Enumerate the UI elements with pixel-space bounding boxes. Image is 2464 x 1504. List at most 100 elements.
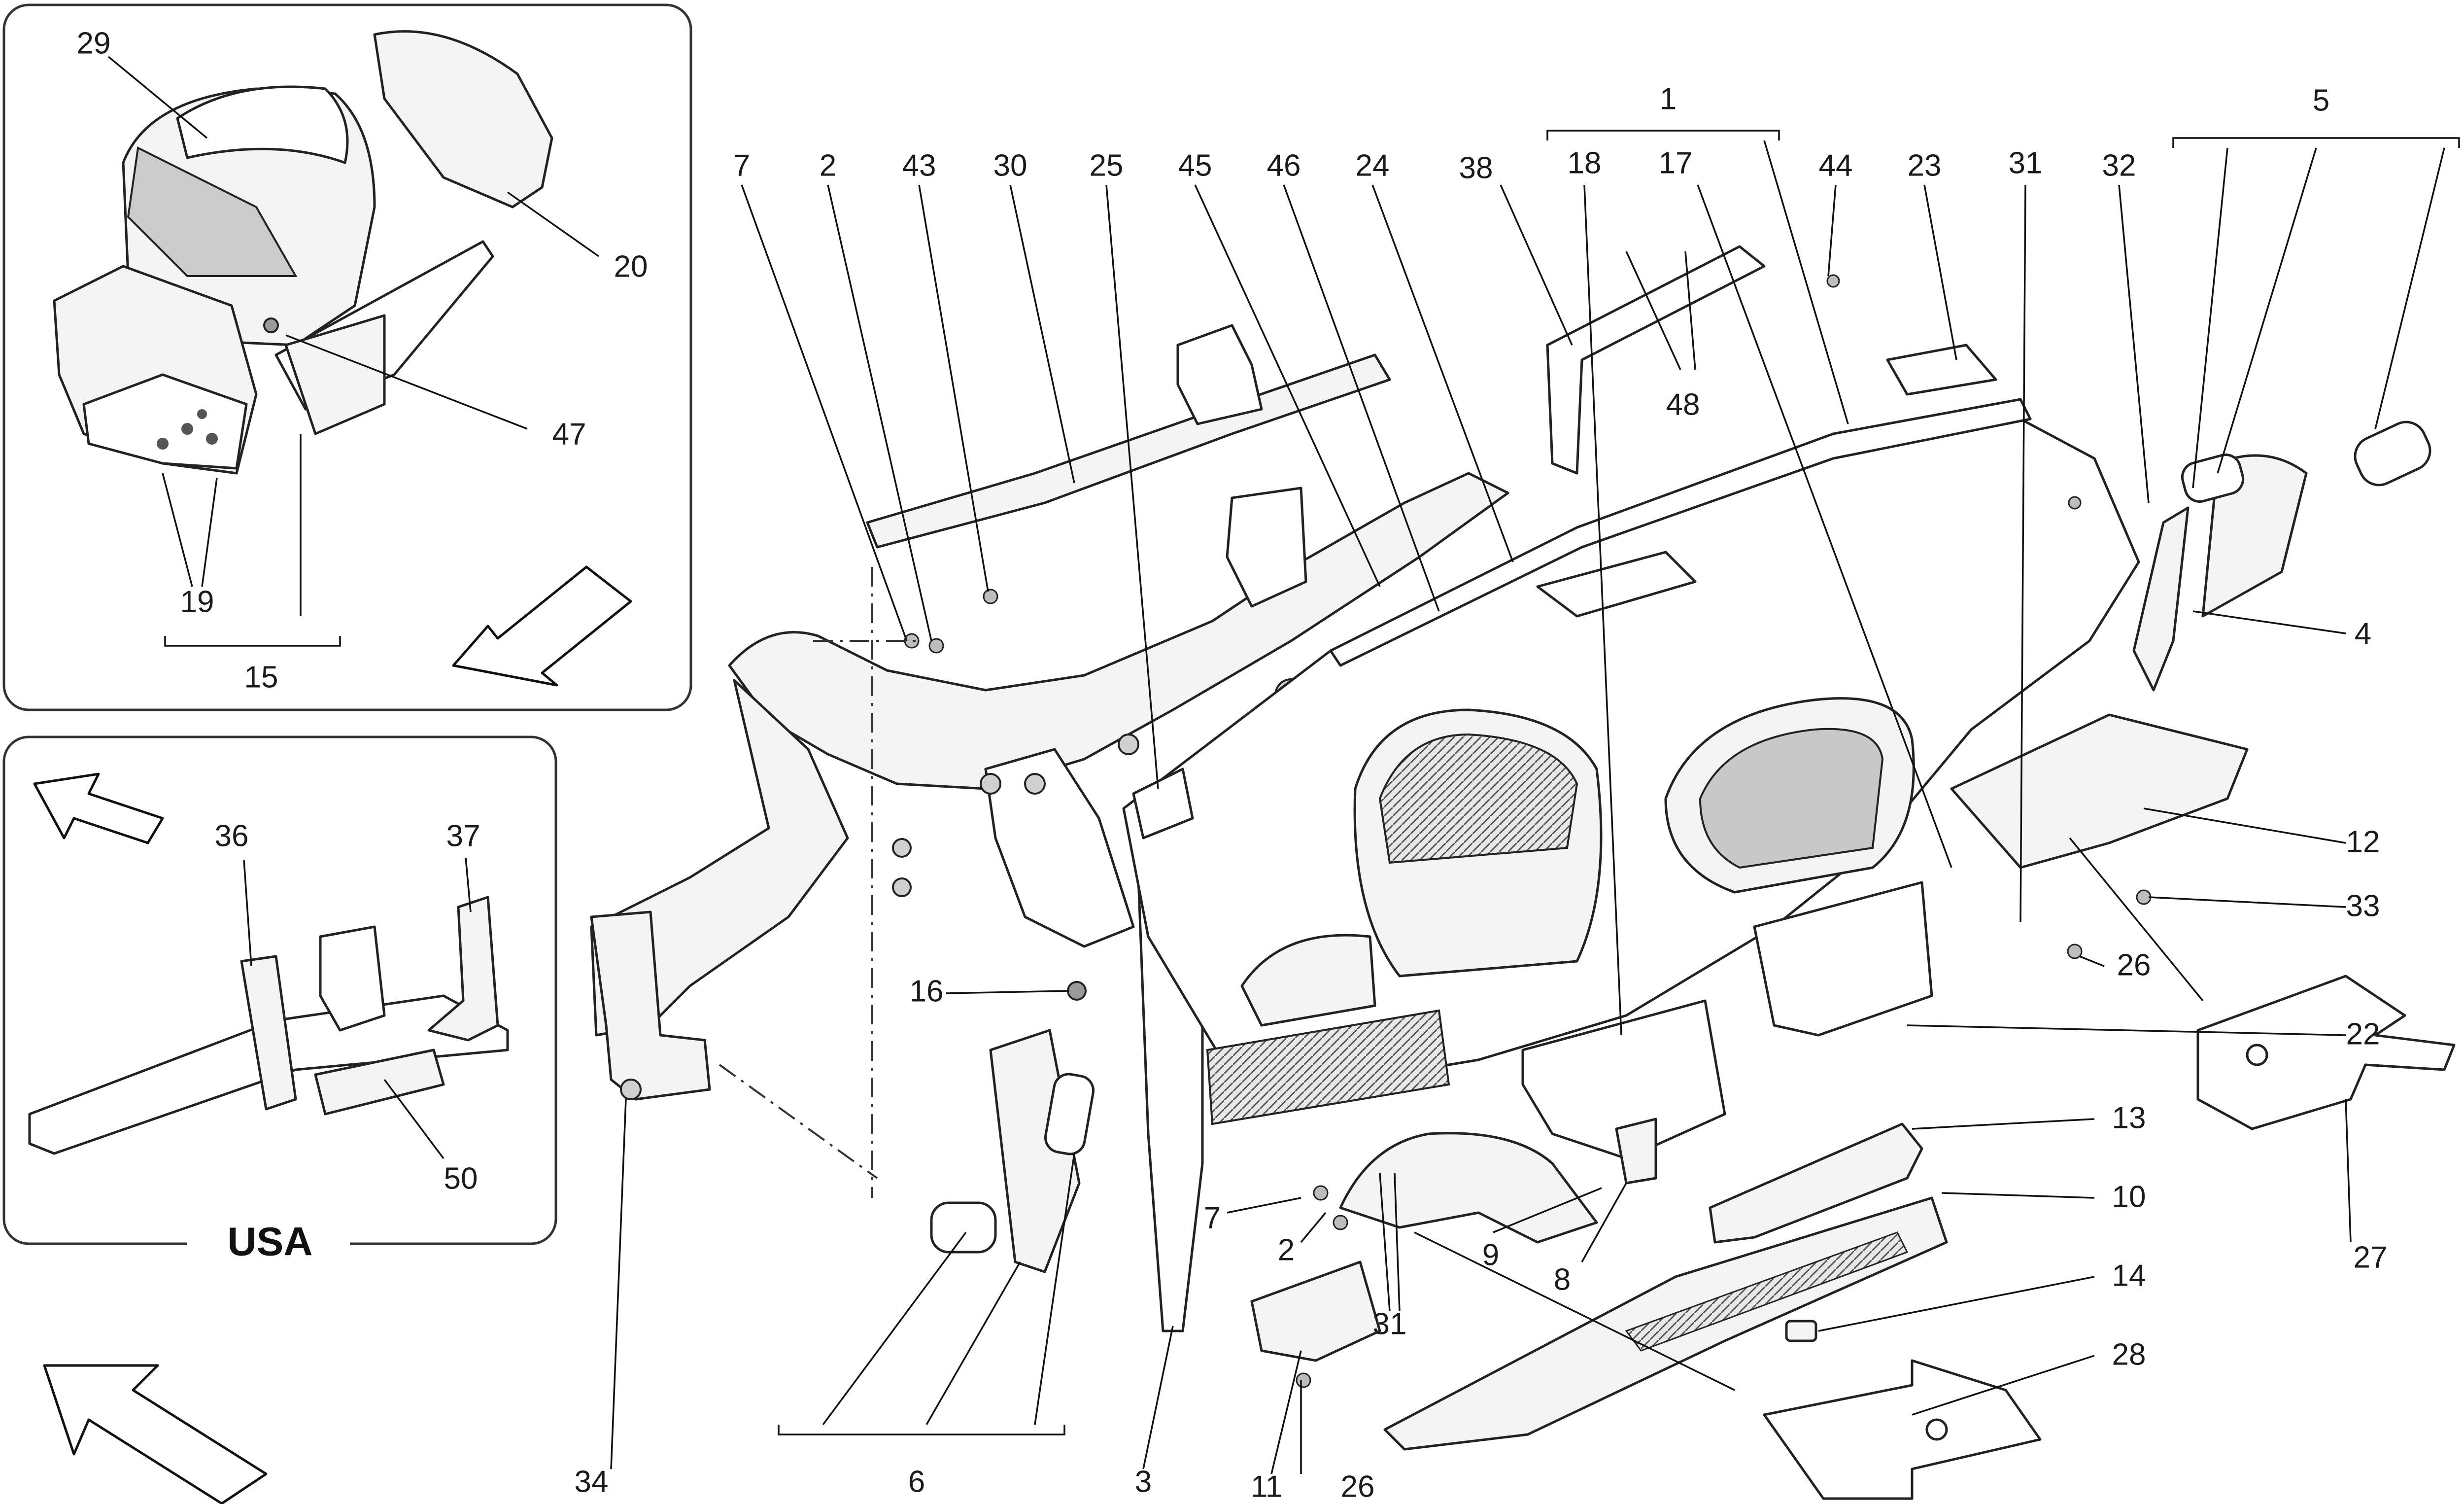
part-30-cross-beam xyxy=(728,472,1509,790)
callout-9: 9 xyxy=(1482,1238,1499,1272)
callout-15: 15 xyxy=(244,660,278,694)
part-29-column-mechanism xyxy=(127,146,298,277)
callout-30: 30 xyxy=(993,148,1027,182)
callout-17: 17 xyxy=(1659,146,1693,180)
part-25-bracket xyxy=(1132,768,1194,839)
part-4-right-trim xyxy=(2132,506,2190,692)
part-8-bracket xyxy=(1615,1118,1657,1185)
callout-31-top: 31 xyxy=(2009,146,2043,180)
callout-13: 13 xyxy=(2112,1101,2146,1135)
part-19-holes xyxy=(157,409,218,450)
part-50-bracket xyxy=(314,1049,445,1116)
part-23-pad xyxy=(1886,344,1997,396)
fastener-bolts xyxy=(904,274,2152,1388)
part-5-vent-ring xyxy=(2354,420,2431,487)
callout-5: 5 xyxy=(2313,83,2329,117)
part-12-right-end-cap xyxy=(1950,713,2249,869)
part-36-bracket xyxy=(240,955,297,1111)
inset-steering-column xyxy=(2,3,692,711)
callout-10: 10 xyxy=(2112,1180,2146,1214)
callout-47: 47 xyxy=(552,417,586,451)
callout-22: 22 xyxy=(2346,1017,2380,1051)
part-9-lower-duct xyxy=(1339,1132,1598,1244)
callout-24: 24 xyxy=(1356,148,1390,182)
callout-23: 23 xyxy=(1908,148,1942,182)
part-28-hole xyxy=(1925,1418,1948,1441)
callout-11: 11 xyxy=(1251,1469,1282,1504)
usa-label-bg xyxy=(187,1223,350,1267)
part-29-column-cover-top xyxy=(176,85,349,164)
part-47-bolt xyxy=(263,317,279,333)
part-13-lower-trim xyxy=(1709,1122,1923,1244)
left-binnacle-grill xyxy=(1206,1009,1450,1125)
part-24-pad xyxy=(1536,551,1697,618)
lower-components xyxy=(719,274,2456,1500)
callout-6: 6 xyxy=(908,1465,925,1499)
callout-19: 19 xyxy=(180,585,214,619)
callout-12: 12 xyxy=(2346,825,2380,859)
callout-7-top: 7 xyxy=(733,148,750,182)
leader-27-a xyxy=(2069,837,2204,1002)
callout-2-bottom: 2 xyxy=(1278,1233,1295,1267)
callout-26-bottom: 26 xyxy=(1341,1469,1375,1504)
bracket-5 xyxy=(2172,137,2460,148)
part-20-upper-shroud xyxy=(373,30,553,209)
callout-46: 46 xyxy=(1267,148,1301,182)
part-37-bracket xyxy=(427,896,499,1042)
bracket-1 xyxy=(1546,130,1780,140)
callout-25: 25 xyxy=(1090,148,1124,182)
callout-4: 4 xyxy=(2355,617,2371,651)
bracket-15 xyxy=(164,636,341,647)
part-28-insulation-pad xyxy=(1763,1359,2042,1500)
callout-27: 27 xyxy=(2354,1240,2388,1274)
callout-50: 50 xyxy=(444,1161,478,1195)
callout-38: 38 xyxy=(1459,151,1493,185)
part-30-center-support xyxy=(984,748,1135,948)
callout-36: 36 xyxy=(215,819,249,853)
part-11-lower-cover xyxy=(1250,1260,1381,1362)
part-22-glovebox-mechanism xyxy=(1753,881,1933,1037)
callout-44: 44 xyxy=(1819,148,1853,182)
part-34-left-bracket xyxy=(590,910,711,1101)
left-binnacle xyxy=(1240,934,1376,1027)
part-5-vent-inner xyxy=(2181,454,2245,503)
bracket-6 xyxy=(778,1425,1065,1435)
part-14-clip xyxy=(1785,1320,1817,1342)
part-6-vent-knob xyxy=(930,1201,997,1254)
part-27-insulation-pad xyxy=(2196,975,2456,1130)
callout-labels: 29 20 47 19 15 36 37 50 USA 7 2 43 30 25… xyxy=(77,26,2388,1504)
inset-usa xyxy=(2,735,557,1267)
callout-1: 1 xyxy=(1660,82,1677,116)
callout-2-top: 2 xyxy=(820,148,836,182)
callout-32: 32 xyxy=(2102,148,2136,182)
part-30-bracket-mid xyxy=(1226,487,1307,608)
callout-14: 14 xyxy=(2112,1259,2146,1293)
assembly-line-bottom xyxy=(719,1064,878,1179)
leader-28-a xyxy=(1414,1231,1735,1391)
part-27-hole xyxy=(2246,1044,2268,1066)
callout-26-right: 26 xyxy=(2117,948,2151,982)
callout-37: 37 xyxy=(446,819,480,853)
part-10-sill-detail xyxy=(1625,1231,1909,1352)
callout-33: 33 xyxy=(2346,889,2380,923)
front-direction-arrow-icon xyxy=(43,1364,268,1504)
part-16-clip xyxy=(1067,981,1087,1001)
leader-lines xyxy=(610,130,2460,1474)
callout-43: 43 xyxy=(902,148,936,182)
callout-3: 3 xyxy=(1135,1465,1152,1499)
usa-direction-arrow-icon xyxy=(33,772,164,844)
callout-20: 20 xyxy=(614,249,648,283)
part-22-glovebox-cavity xyxy=(1699,728,1884,869)
usa-label: USA xyxy=(227,1220,312,1264)
callout-34: 34 xyxy=(575,1465,609,1499)
callout-28: 28 xyxy=(2112,1337,2146,1371)
dashboard-assembly xyxy=(1122,245,2431,1125)
callout-29: 29 xyxy=(77,26,111,60)
callout-48: 48 xyxy=(1666,387,1700,421)
callout-31-bottom: 31 xyxy=(1373,1307,1407,1341)
usa-center-bracket xyxy=(319,925,386,1032)
callout-18: 18 xyxy=(1568,146,1602,180)
part-1-top-edge xyxy=(1329,398,2032,667)
callout-8: 8 xyxy=(1554,1262,1571,1296)
